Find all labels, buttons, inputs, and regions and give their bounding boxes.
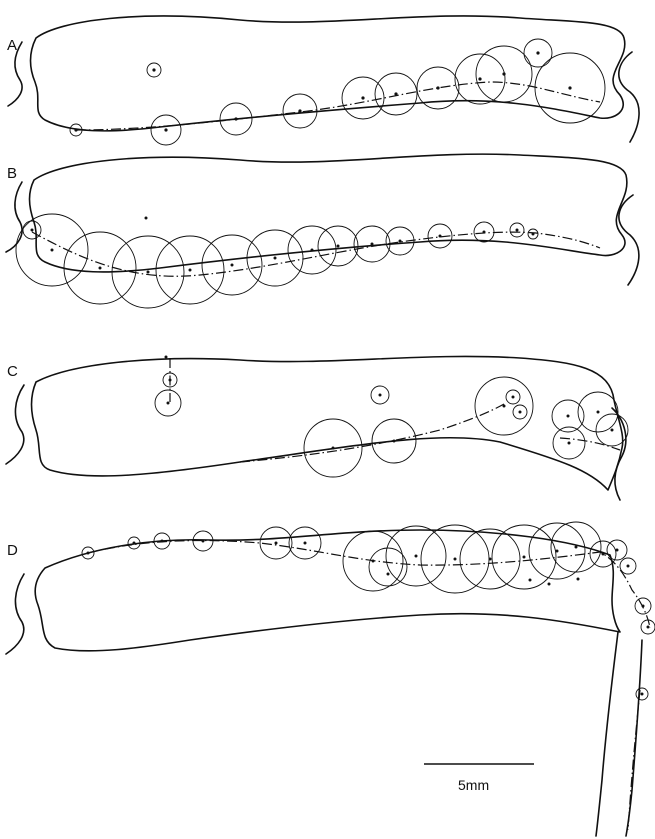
track-d [88,540,650,628]
panel-label-c: C [7,363,18,380]
stem-left-edge [596,632,618,836]
panel-c: C [6,356,628,501]
stem-right-edge [626,640,642,836]
points-b [31,217,535,274]
panel-label-a: A [7,37,17,54]
panel-label-b: B [7,165,17,182]
points-d [87,540,650,696]
points-a [74,51,571,131]
scale-bar-label: 5mm [458,777,489,793]
left-tissue-edge-c [6,385,24,464]
panel-d: D [6,522,655,836]
points-c [165,356,614,450]
rings-b [16,214,538,308]
panel-a: A [7,16,639,145]
organ-outline-a [31,16,625,131]
panel-label-d: D [7,542,18,559]
track-c [170,358,620,462]
track-a [76,82,600,130]
left-tissue-edge-b [6,182,22,252]
panel-b: B [6,154,639,308]
right-tissue-edge-b [619,195,639,285]
scale-bar: 5mm [424,764,534,793]
left-tissue-edge-d [6,574,24,654]
rings-a [70,39,605,145]
rings-c [155,373,628,477]
organ-outline-d [35,530,620,651]
rings-d [82,522,655,700]
organ-outline-c [32,356,623,490]
